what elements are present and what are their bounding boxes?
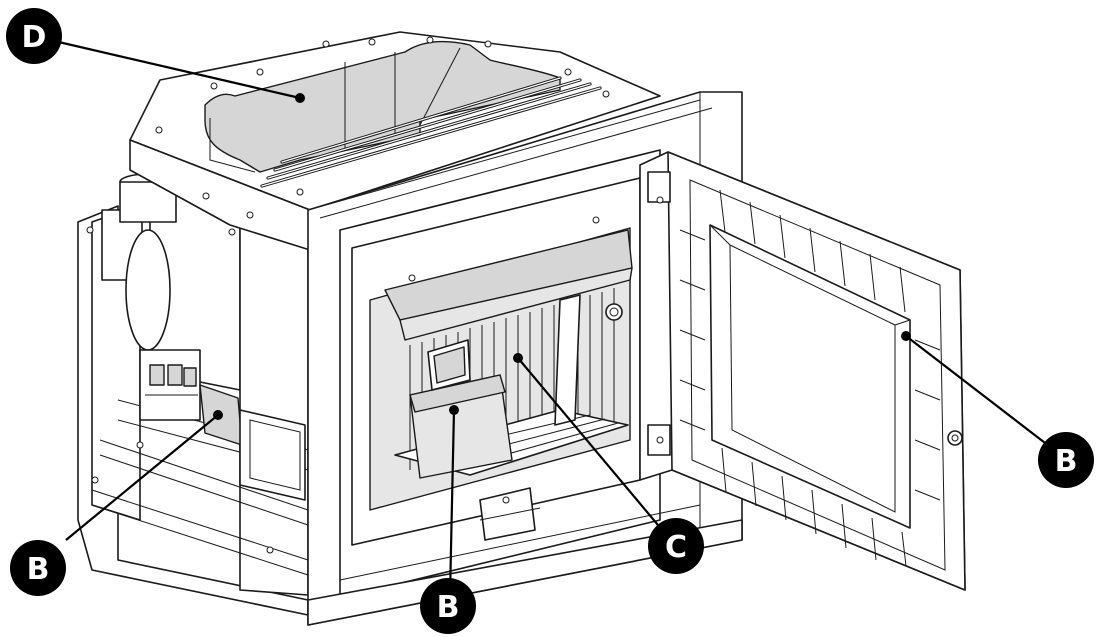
door-ribs xyxy=(679,189,941,567)
leader-B-right xyxy=(905,335,1063,457)
bolts xyxy=(86,36,664,554)
svg-text:B: B xyxy=(437,590,460,625)
leader-B-left xyxy=(65,414,219,541)
leader-B-bottom xyxy=(448,409,456,596)
leader-D xyxy=(49,38,301,100)
top-plate xyxy=(129,31,661,251)
callout-D: D xyxy=(6,8,62,64)
callout-B-left: B xyxy=(10,540,66,596)
vent-slots xyxy=(260,76,602,188)
callout-B-right: B xyxy=(1038,432,1094,488)
open-door xyxy=(639,151,966,591)
svg-text:B: B xyxy=(27,552,50,587)
leader-C xyxy=(517,357,669,538)
callout-C: C xyxy=(648,518,704,574)
left-housing xyxy=(77,173,309,616)
callout-B-bottom: B xyxy=(420,578,476,634)
svg-text:D: D xyxy=(22,20,47,55)
svg-text:C: C xyxy=(665,530,687,565)
front-frame xyxy=(307,91,743,626)
leader-lines xyxy=(49,38,1063,596)
svg-text:B: B xyxy=(1055,444,1078,479)
